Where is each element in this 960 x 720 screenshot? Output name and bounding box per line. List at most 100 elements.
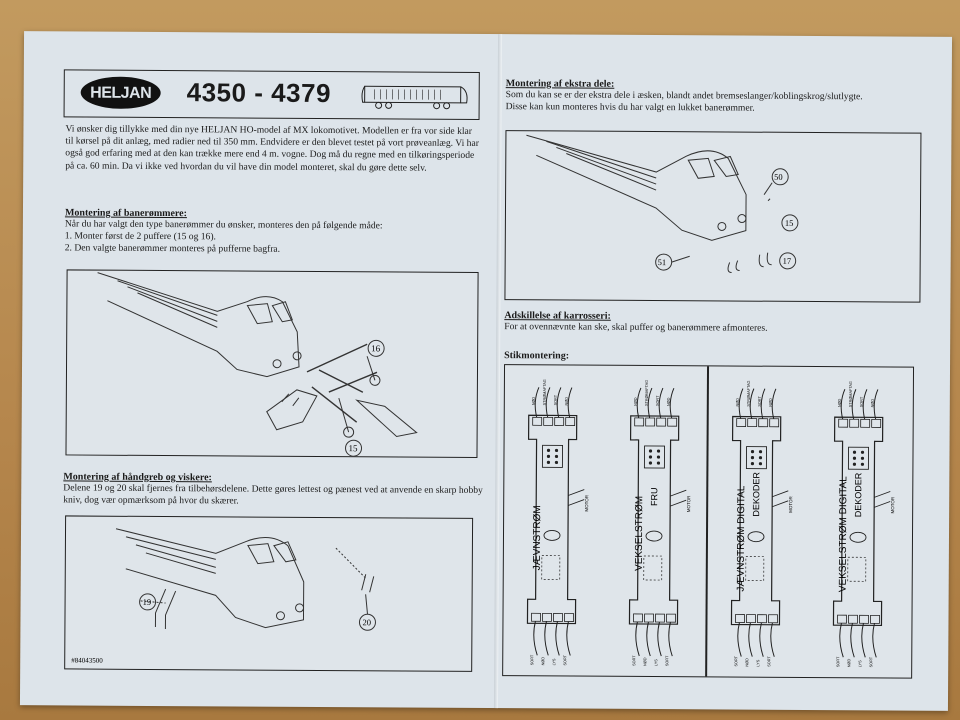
board-chip-label-2: FRU <box>649 487 659 506</box>
board-pin <box>757 614 767 624</box>
board-pin <box>848 614 858 624</box>
board-pin <box>554 417 565 426</box>
model-number: 4350 - 4379 <box>186 77 332 109</box>
wire-label: NØD <box>838 398 842 407</box>
board-wire <box>737 622 742 657</box>
wire-label: STRØMAFTAG <box>645 380 649 406</box>
callout-15: 15 <box>348 443 358 453</box>
board-pin <box>871 418 882 428</box>
wire-label: SORT <box>860 396 864 407</box>
stik-heading: Stikmontering: <box>504 350 570 362</box>
wire-label-bottom: SORT <box>665 655 669 666</box>
board-pin <box>849 418 860 428</box>
board-logo-icon <box>543 529 561 541</box>
chip-dot <box>852 462 857 466</box>
wire-label: STRØMAFTAG <box>849 381 853 407</box>
chip-dot <box>648 461 653 465</box>
board-dashed-box <box>541 554 561 580</box>
board-wire <box>658 387 664 419</box>
board-wire <box>748 622 753 657</box>
wire-label-bottom: LYS <box>756 659 760 666</box>
chip-dot <box>554 460 559 465</box>
board-wire <box>668 622 673 657</box>
board-pin <box>543 416 554 426</box>
board-title-2: VEKSELSTRØM <box>634 496 645 571</box>
chip-dot <box>656 455 661 459</box>
board-chip-label-3: DEKODER <box>751 472 761 517</box>
board-pin <box>634 417 645 427</box>
callout-17: 17 <box>783 256 792 266</box>
board-pin <box>666 613 676 623</box>
wire-label-bottom: SORT <box>836 656 840 667</box>
motor-label: MOTOR <box>788 495 793 512</box>
board-wire <box>839 623 844 658</box>
board-pin <box>532 416 543 426</box>
chip-dot <box>546 448 551 452</box>
chip-dot <box>750 456 755 460</box>
board-wire <box>861 623 866 658</box>
wire-label: SORT <box>554 394 558 405</box>
locomotive-handrail-drawing: 19 20 #84043500 <box>71 528 376 665</box>
board-wire <box>534 387 540 418</box>
chip-dot <box>852 456 857 460</box>
wire-label: SORT <box>758 396 762 407</box>
board-pin <box>564 613 574 622</box>
board-dashed-box <box>643 555 663 581</box>
locomotive-buffer-drawing: 16 15 <box>97 272 418 457</box>
board-pin <box>645 417 656 427</box>
wire-label-bottom: LYS <box>858 660 862 667</box>
header-box: HELJAN 4350 - 4379 <box>63 69 480 120</box>
wire-label-bottom: SORT <box>530 654 534 665</box>
board-logo-icon <box>645 530 663 542</box>
motor-label: MOTOR <box>890 496 895 513</box>
board-wire <box>533 621 538 656</box>
board-title-4: VEKSELSTRØM DIGITAL <box>838 476 850 592</box>
board-pin <box>746 614 756 624</box>
board-outline <box>832 416 884 627</box>
chip-dot <box>554 448 559 453</box>
board-pin <box>860 418 871 428</box>
chip-dot <box>750 462 755 466</box>
board-pin <box>747 418 758 428</box>
adskillelse-section: Adskillelse af karrosseri: For at ovennæ… <box>504 310 944 336</box>
board-logo-icon <box>747 531 765 543</box>
wire-label: STRØMAFTAG <box>747 380 751 406</box>
board-chip-label-4: DEKODER <box>853 472 863 517</box>
banerommere-figure: 16 15 <box>65 269 479 458</box>
wire-label: NØD <box>532 397 536 406</box>
board-dashed-box <box>847 556 867 582</box>
board-wire <box>872 623 877 658</box>
board-chip <box>745 446 767 470</box>
ekstra-section: Montering af ekstra dele: Som du kan se … <box>506 78 946 116</box>
motor-wire <box>874 491 891 508</box>
board-outline <box>526 414 578 625</box>
banerommere-line3: 2. Den valgte banerømmer monteres på puf… <box>64 242 281 256</box>
board-wire <box>862 389 868 420</box>
board-wire <box>771 388 777 419</box>
board-pin <box>656 417 667 427</box>
board-dashed-box <box>745 556 765 582</box>
wire-label-bottom: NØD <box>541 657 545 666</box>
board-wire <box>635 621 640 657</box>
board-chip <box>541 444 563 468</box>
board-pin <box>553 613 563 622</box>
wire-label-bottom: SORT <box>563 654 567 665</box>
board-chip <box>847 446 869 470</box>
board-pin <box>644 613 654 623</box>
board-pin <box>859 614 869 624</box>
board-wire <box>567 387 573 418</box>
wire-label-bottom: LYS <box>552 658 556 665</box>
left-page: HELJAN 4350 - 4379 Vi ønsker dig tillykk… <box>20 31 498 708</box>
board-chip <box>643 445 665 469</box>
wire-label-bottom: NØD <box>643 657 647 666</box>
chip-dot <box>852 450 857 454</box>
board-wire <box>770 622 775 657</box>
handgreb-section: Montering af håndgreb og viskere: Delene… <box>63 471 483 509</box>
callout-15b: 15 <box>785 218 794 228</box>
board-logo-icon <box>849 531 867 543</box>
board-wire <box>647 387 653 419</box>
board-pin <box>565 417 576 426</box>
callout-19: 19 <box>143 597 152 607</box>
intro-text: Vi ønsker dig tillykke med din nye HELJA… <box>65 123 479 174</box>
